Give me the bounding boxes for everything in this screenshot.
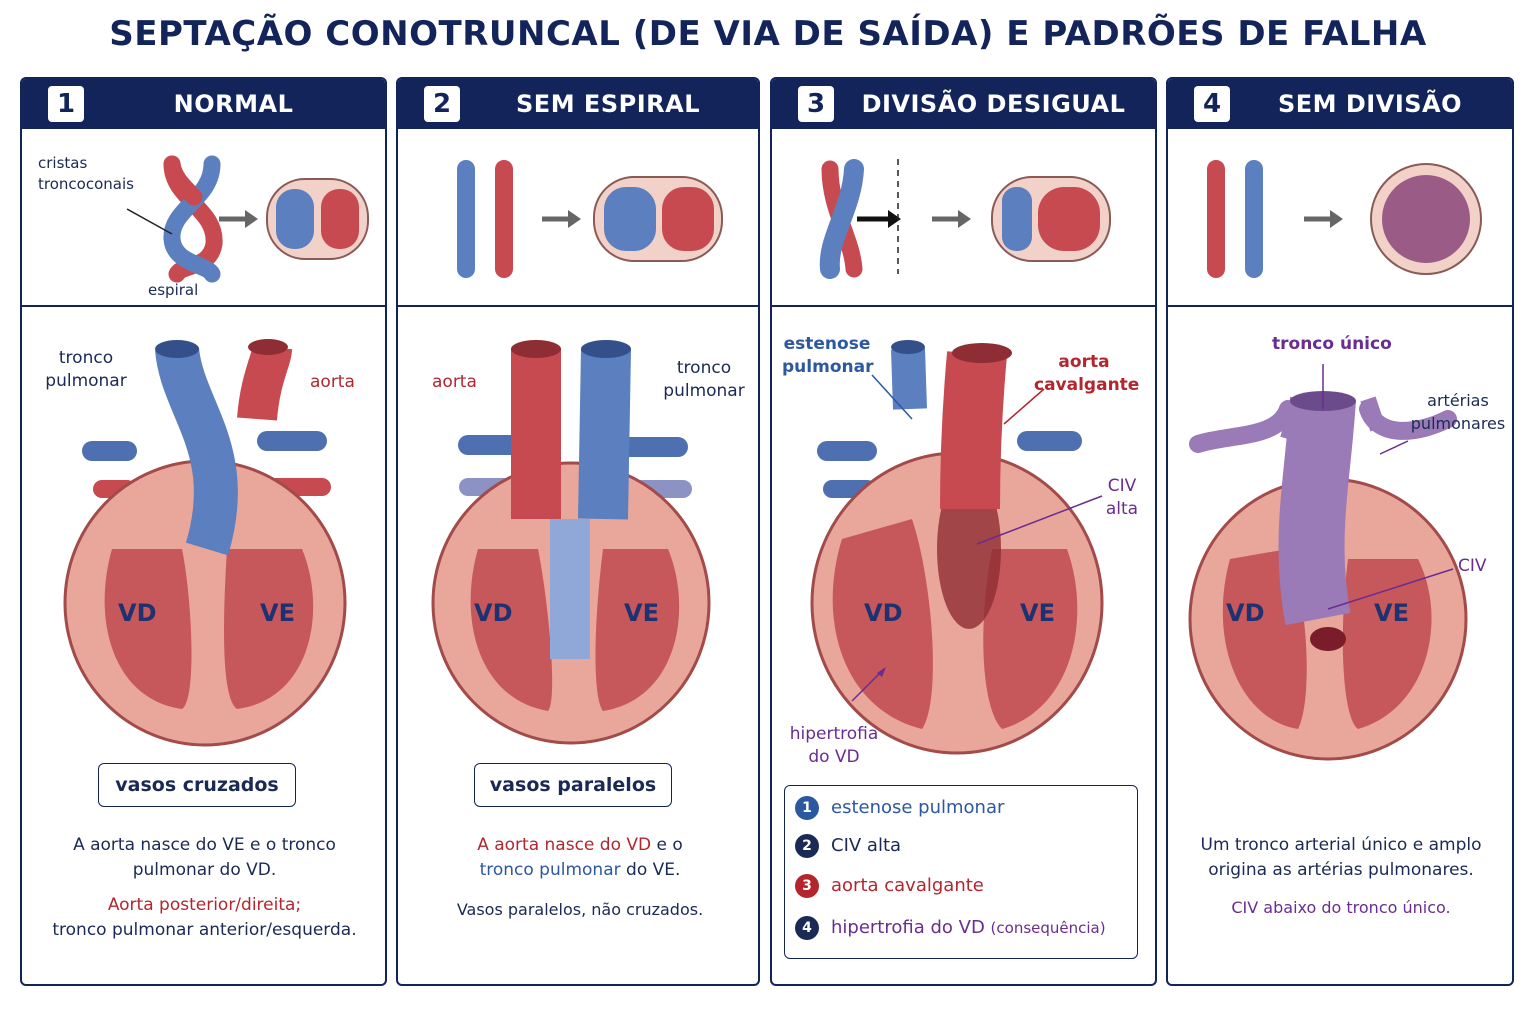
panel-title: SEM ESPIRAL xyxy=(516,90,700,118)
desc-red: A aorta nasce do VD xyxy=(477,835,652,855)
aorta-label: aorta xyxy=(310,372,355,392)
cross-section-divided xyxy=(593,176,723,262)
cross-section-undivided xyxy=(1370,163,1482,275)
civ-label: CIV xyxy=(1458,556,1487,576)
panel-description: Um tronco arterial único e amplo origina… xyxy=(1176,833,1506,920)
panel-title: NORMAL xyxy=(173,90,294,118)
divider xyxy=(1166,305,1514,307)
desc-blue: tronco pulmonar xyxy=(479,860,621,880)
panel-header: 3 DIVISÃO DESIGUAL xyxy=(772,79,1155,129)
heart-tetralogy xyxy=(810,340,1104,755)
vasos-paralelos-pill: vasos paralelos xyxy=(474,763,672,807)
tronco-pulmonar-label: tronco pulmonar xyxy=(663,358,745,401)
panel-illustration xyxy=(810,159,1111,755)
panel-description: A aorta nasce do VE e o tronco pulmonar … xyxy=(32,833,377,943)
vd-label: VD xyxy=(864,599,903,627)
divider xyxy=(20,305,387,307)
panel-header: 4 SEM DIVISÃO xyxy=(1168,79,1512,129)
desc-line: A aorta nasce do VE e o tronco xyxy=(73,835,336,855)
ve-label: VE xyxy=(260,599,295,627)
panel-illustration xyxy=(431,160,723,745)
tronco-pulmonar-label: tronco pulmonar xyxy=(45,348,127,391)
divider xyxy=(396,305,760,307)
panel-illustration xyxy=(1188,160,1482,761)
desc-line: A aorta nasce do VD e o xyxy=(408,833,752,858)
vd-label: VD xyxy=(118,599,157,627)
desc-line: origina as artérias pulmonares. xyxy=(1208,860,1474,880)
desc-mid: e o xyxy=(651,835,683,855)
cristas-label: cristas troncoconais xyxy=(38,154,134,193)
cross-section-divided xyxy=(266,178,369,260)
aorta-label: aorta xyxy=(432,372,477,392)
panel-header: 2 SEM ESPIRAL xyxy=(398,79,758,129)
panel-title: DIVISÃO DESIGUAL xyxy=(861,90,1126,118)
desc-line: tronco pulmonar anterior/esquerda. xyxy=(52,920,357,940)
panel-sem-espiral: 2 SEM ESPIRAL aorta tron xyxy=(396,77,760,986)
tronco-unico-label: tronco único xyxy=(1272,334,1392,354)
spiral-vessels-illustration xyxy=(163,155,223,283)
espiral-label: espiral xyxy=(148,281,199,299)
divider xyxy=(770,305,1157,307)
parallel-vessels-illustration xyxy=(457,160,513,278)
ve-label: VE xyxy=(1020,599,1055,627)
ve-label: VE xyxy=(1374,599,1409,627)
heart-normal xyxy=(63,339,347,747)
cross-section-unequal xyxy=(991,176,1111,262)
panel-number: 1 xyxy=(48,86,84,122)
civ-alta-label: CIV alta xyxy=(1105,476,1139,519)
desc-line: tronco pulmonar do VE. xyxy=(408,858,752,883)
arterias-pulmonares-label: artérias pulmonares xyxy=(1410,391,1506,433)
hipertrofia-vd-label: hipertrofia do VD xyxy=(789,724,879,767)
aorta-cavalgante-label: aorta cavalgante xyxy=(1034,352,1140,395)
vd-label: VD xyxy=(474,599,513,627)
vasos-cruzados-pill: vasos cruzados xyxy=(98,763,296,807)
undivided-vessels-illustration xyxy=(1207,160,1263,278)
desc-line: Vasos paralelos, não cruzados. xyxy=(456,900,704,919)
ve-label: VE xyxy=(624,599,659,627)
panel-number: 2 xyxy=(424,86,460,122)
panel-divisao-desigual: 3 DIVISÃO DESIGUAL xyxy=(770,77,1157,986)
panel-illustration xyxy=(63,155,369,747)
panel-number: 3 xyxy=(798,86,834,122)
heart-parallel xyxy=(431,340,711,745)
desc-line-red: Aorta posterior/direita; xyxy=(107,895,302,915)
main-title: SEPTAÇÃO CONOTRUNCAL (DE VIA DE SAÍDA) E… xyxy=(109,14,1427,54)
panel-number: 4 xyxy=(1194,86,1230,122)
panel-title: SEM DIVISÃO xyxy=(1277,90,1463,118)
desc-line: pulmonar do VD. xyxy=(132,860,277,880)
estenose-pulmonar-label: estenose pulmonar xyxy=(782,334,874,377)
unequal-vessels-illustration xyxy=(819,159,864,279)
desc-end: do VE. xyxy=(620,860,681,880)
heart-truncus xyxy=(1188,391,1468,761)
panel-description: A aorta nasce do VD e o tronco pulmonar … xyxy=(408,833,752,922)
vd-label: VD xyxy=(1226,599,1265,627)
panel-sem-divisao: 4 SEM DIVISÃO tronco único art xyxy=(1166,77,1514,986)
desc-line-purple: CIV abaixo do tronco único. xyxy=(1231,898,1451,917)
panel-header: 1 NORMAL xyxy=(22,79,385,129)
desc-line: Um tronco arterial único e amplo xyxy=(1200,835,1482,855)
panel-normal: 1 NORMAL xyxy=(20,77,387,986)
